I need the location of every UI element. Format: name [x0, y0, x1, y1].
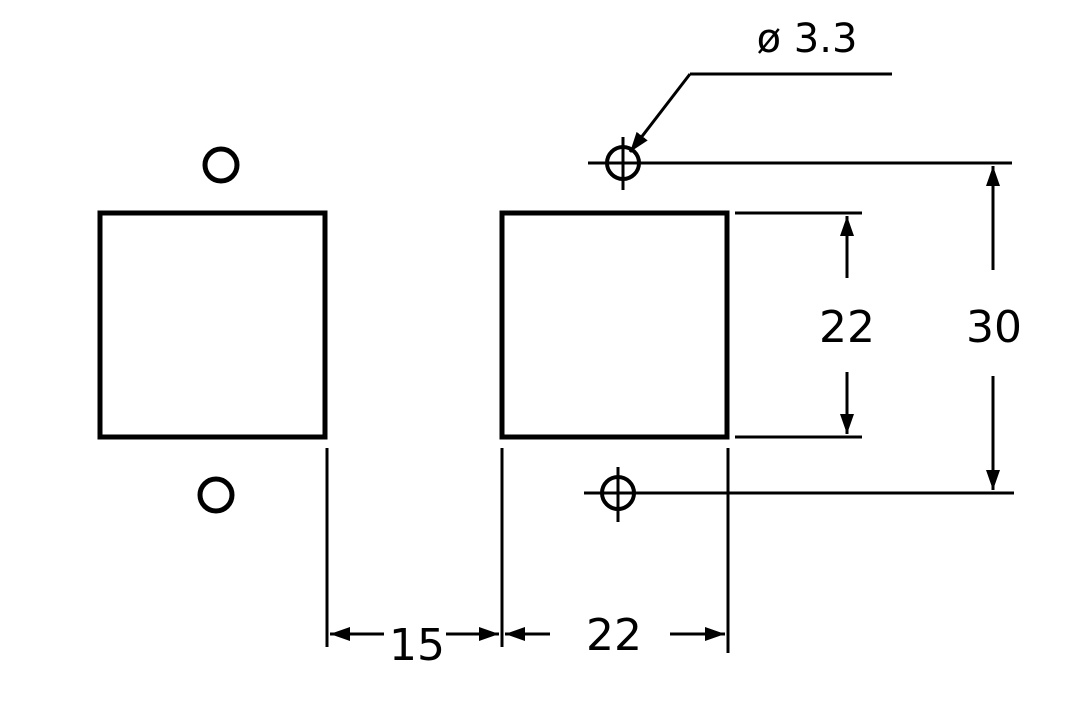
left-bottom-hole: [197, 476, 235, 514]
left-square-cutout: [97, 210, 328, 440]
hole-spacing-label: 30: [966, 302, 1022, 353]
diameter-leader: [628, 72, 892, 153]
left-top-hole: [202, 146, 240, 184]
square-width-label: 22: [586, 610, 642, 661]
square-height-label: 22: [819, 302, 875, 353]
gap-label: 15: [389, 620, 445, 671]
right-square-cutout: [499, 210, 730, 440]
hole-diameter-label: ø 3.3: [757, 16, 858, 62]
